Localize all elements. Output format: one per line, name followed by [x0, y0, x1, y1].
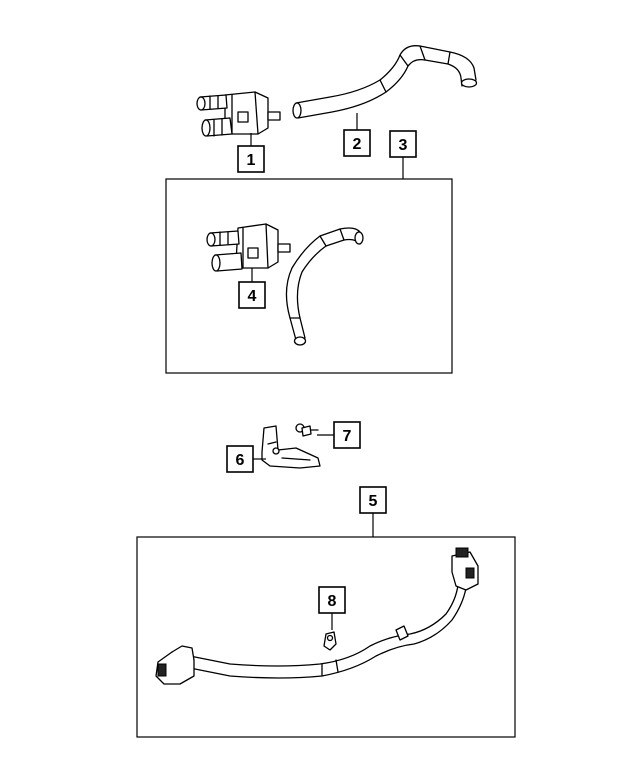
part-6-bracket — [261, 423, 321, 469]
callout-2: 2 — [343, 129, 371, 157]
part-4-purge-valve — [206, 223, 291, 272]
svg-text:6: 6 — [236, 452, 245, 469]
svg-text:5: 5 — [369, 493, 378, 510]
kit-5-frame — [136, 536, 516, 738]
callout-5: 5 — [359, 486, 387, 514]
svg-text:1: 1 — [247, 152, 256, 169]
part-7-bolt — [301, 425, 319, 437]
callout-7: 7 — [333, 421, 361, 449]
kit-3-frame — [165, 178, 453, 374]
svg-text:8: 8 — [328, 593, 337, 610]
svg-text:3: 3 — [399, 137, 408, 154]
part-8-clip — [323, 631, 337, 651]
callout-4: 4 — [238, 281, 266, 309]
callout-1: 1 — [237, 145, 265, 173]
svg-text:4: 4 — [248, 288, 257, 305]
svg-text:7: 7 — [343, 428, 352, 445]
callout-6: 6 — [226, 445, 254, 473]
part-1-purge-valve — [196, 91, 281, 137]
callout-8: 8 — [318, 586, 346, 614]
callout-3: 3 — [389, 130, 417, 158]
part-kit-hose — [285, 227, 364, 346]
part-2-hose — [292, 45, 478, 119]
part-5-hose-assembly — [155, 547, 479, 685]
svg-text:2: 2 — [353, 136, 362, 153]
